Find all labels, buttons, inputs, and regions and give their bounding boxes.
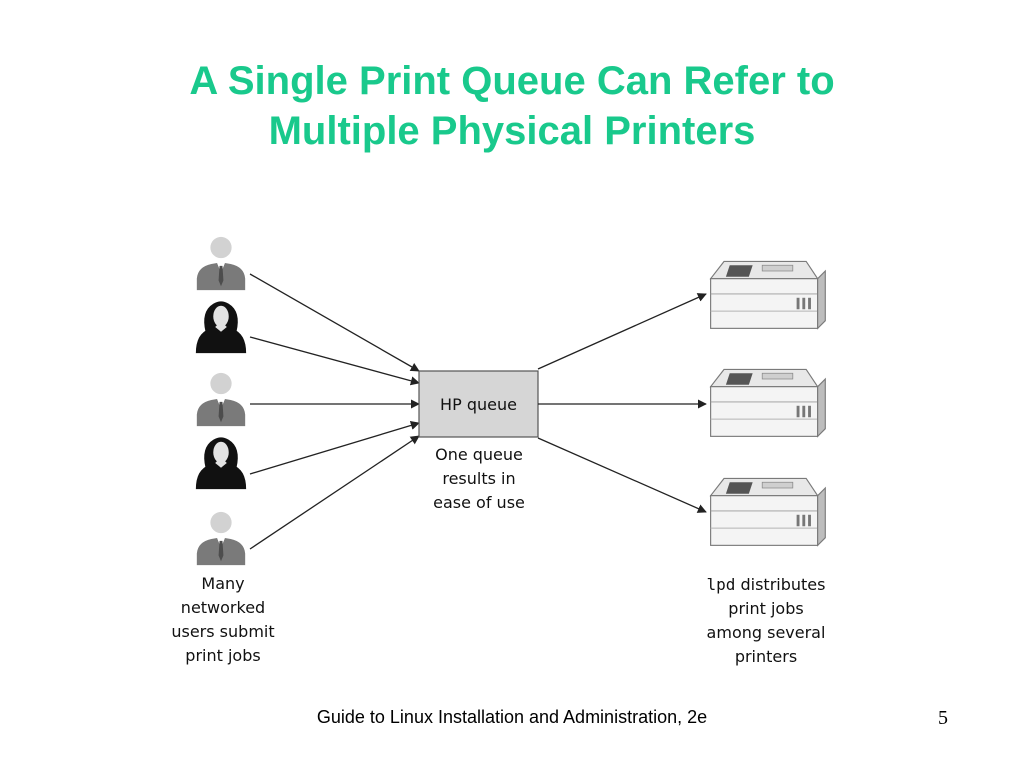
- slide-title-line-2: Multiple Physical Printers: [268, 109, 756, 153]
- man-user-icon: [196, 511, 246, 566]
- printers-note-line-3: among several: [707, 623, 826, 642]
- users-note-line-1: Many: [201, 574, 244, 593]
- hp-queue-box: [418, 370, 539, 438]
- arrow-printer-1: [537, 293, 707, 370]
- man-user-icon: [196, 372, 246, 427]
- printers-note-line-1: lpd distributes: [707, 575, 826, 594]
- arrow-printer-3: [537, 437, 707, 513]
- printer-icon: [710, 260, 826, 329]
- woman-user-icon: [195, 437, 247, 490]
- arrow-user-1: [249, 273, 420, 372]
- queue-note-line-2: results in: [442, 469, 515, 488]
- hp-queue-label: HP queue: [440, 395, 517, 414]
- arrow-user-5: [249, 435, 420, 550]
- users-note-line-2: networked: [181, 598, 265, 617]
- printers-note-line-1-rest: distributes: [735, 575, 825, 594]
- users-note: Many networked users submit print jobs: [171, 574, 274, 665]
- users-note-line-3: users submit: [171, 622, 274, 641]
- arrow-user-4: [249, 421, 420, 475]
- slide-footer: Guide to Linux Installation and Administ…: [316, 707, 708, 727]
- printer-icon: [710, 368, 826, 437]
- queue-note: One queue results in ease of use: [433, 445, 525, 512]
- printers-note-line-4: printers: [735, 647, 797, 666]
- lpd-code-label: lpd: [707, 575, 736, 594]
- user-to-queue-arrows: [249, 273, 420, 550]
- printers-note-line-2: print jobs: [728, 599, 803, 618]
- printers-note: lpd distributes print jobs among several…: [707, 575, 826, 666]
- slide-title-line-1: A Single Print Queue Can Refer to: [189, 59, 835, 103]
- user-icons: [195, 236, 247, 566]
- printer-icons: [710, 260, 826, 546]
- arrow-user-2: [249, 336, 420, 386]
- users-note-line-4: print jobs: [185, 646, 260, 665]
- printer-icon: [710, 477, 826, 546]
- queue-note-line-1: One queue: [435, 445, 523, 464]
- man-user-icon: [196, 236, 246, 291]
- woman-user-icon: [195, 301, 247, 354]
- queue-note-line-3: ease of use: [433, 493, 525, 512]
- page-number: 5: [938, 707, 948, 729]
- queue-to-printer-arrows: [537, 293, 707, 513]
- slide-title: A Single Print Queue Can Refer to Multip…: [0, 56, 1024, 156]
